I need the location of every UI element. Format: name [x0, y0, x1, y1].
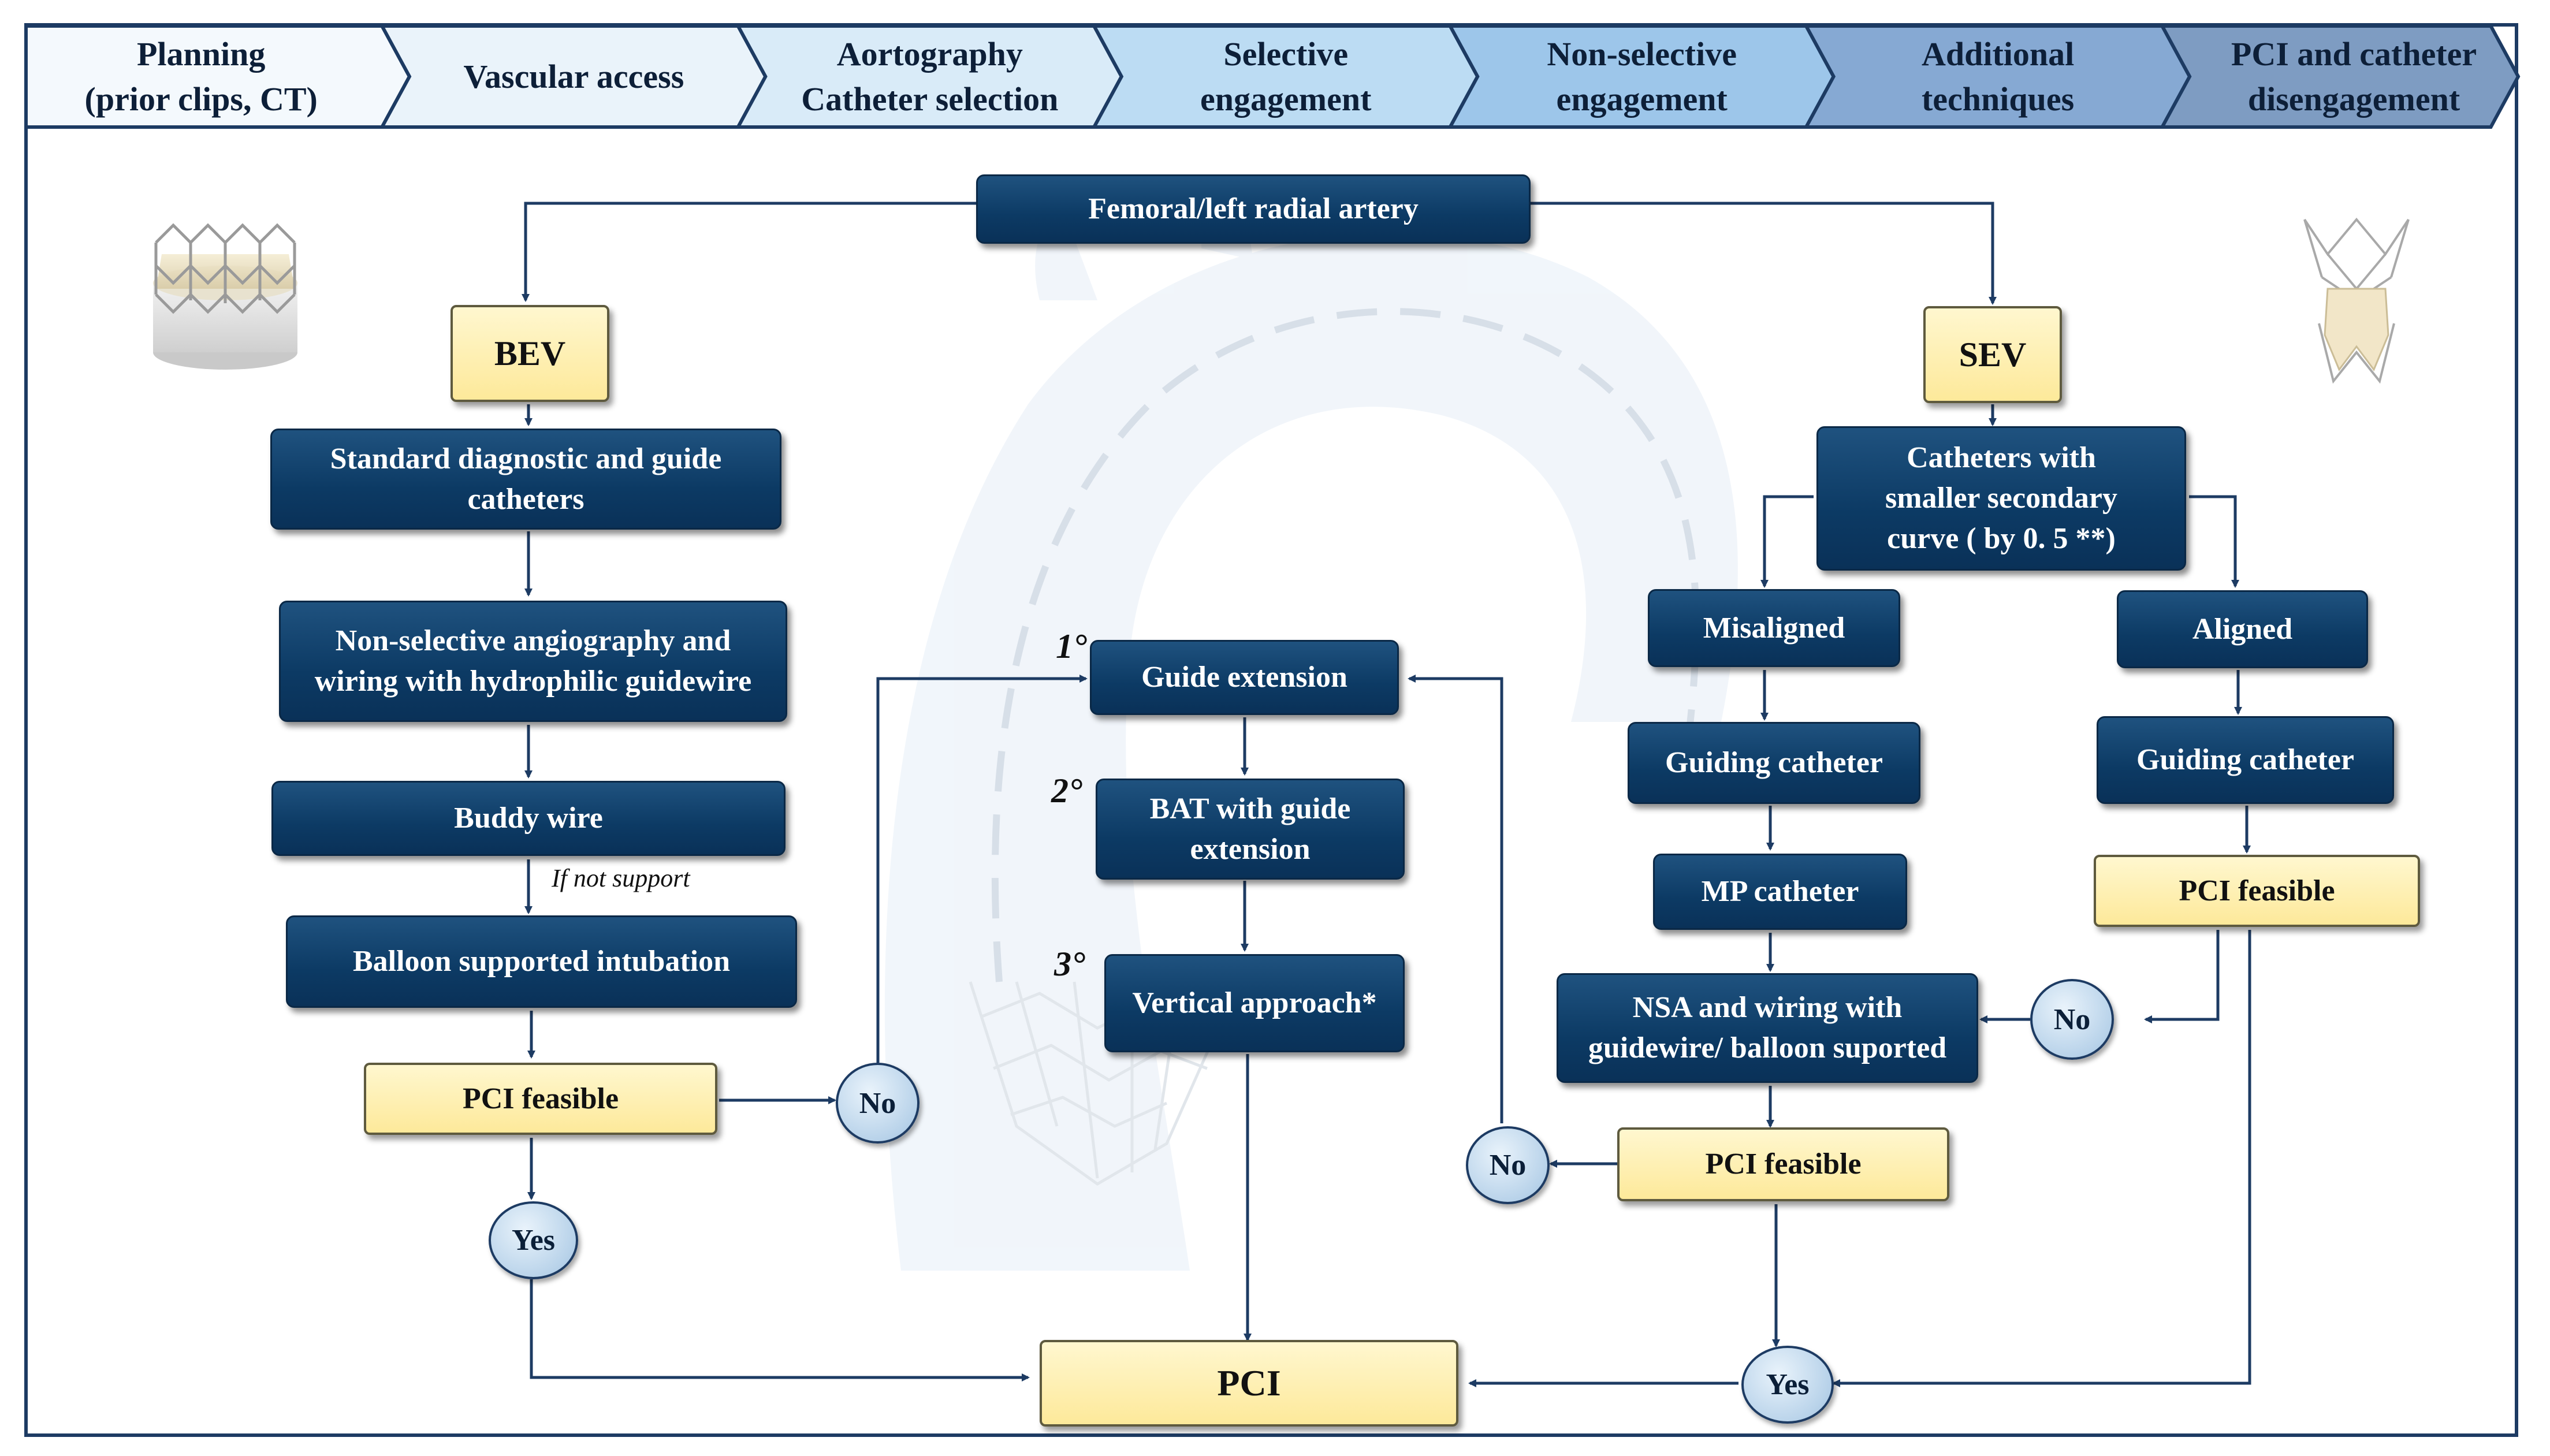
step-two-marker: 2°	[1051, 772, 1082, 810]
step-label-3: Aortography Catheter selection	[801, 35, 1059, 118]
no-right-circle: No	[2030, 979, 2114, 1060]
step-label-6: Additional techniques	[1921, 35, 2075, 118]
step-label-4: Selective engagement	[1200, 35, 1372, 118]
arrow-smaller-to-misaligned	[1760, 495, 1814, 588]
step-label-2: Vascular access	[463, 57, 684, 95]
smaller-secondary-curve-node: Catheters with smaller secondary curve (…	[1816, 426, 2186, 571]
guide-extension-node: Guide extension	[1090, 640, 1399, 715]
sev-node: SEV	[1923, 306, 2062, 403]
step-label-7: PCI and catheter disengagement	[2231, 35, 2477, 118]
guiding-catheter-misaligned-node: Guiding catheter	[1628, 722, 1920, 804]
bat-guide-extension-node: BAT with guide extension	[1096, 779, 1405, 880]
step-label-1: Planning (prior clips, CT)	[84, 35, 318, 118]
arrow-no-to-guideext	[876, 675, 1088, 1063]
pci-feasible-mid-node: PCI feasible	[1617, 1127, 1949, 1201]
pci-feasible-right-node: PCI feasible	[2094, 855, 2420, 927]
arrow-pcifeasibleright-to-yes	[1832, 930, 2251, 1387]
process-steps-bar	[24, 24, 2521, 129]
step-label-5: Non-selective engagement	[1547, 35, 1737, 118]
misaligned-node: Misaligned	[1648, 589, 1900, 667]
arrow-smaller-to-aligned	[2189, 495, 2239, 588]
buddy-wire-node: Buddy wire	[271, 781, 786, 856]
arrow-yes-to-pci	[530, 1279, 1030, 1381]
arrow-nomid-to-guideext	[1408, 675, 1503, 1123]
bev-node: BEV	[451, 305, 609, 402]
aligned-node: Aligned	[2117, 590, 2368, 668]
balloon-supported-intubation-node: Balloon supported intubation	[286, 915, 797, 1008]
nonselective-angiography-node: Non-selective angiography and wiring wit…	[279, 601, 787, 722]
yes-left-circle: Yes	[489, 1201, 578, 1279]
yes-right-circle: Yes	[1741, 1346, 1834, 1424]
no-mid-circle: No	[1466, 1126, 1550, 1204]
step-chevron-7	[2159, 24, 2521, 129]
no-left-circle: No	[836, 1063, 920, 1144]
self-expanding-valve-icon	[2303, 217, 2410, 384]
arrow-femoral-to-bev	[522, 202, 976, 302]
step-three-marker: 3°	[1054, 945, 1085, 983]
arrow-femoral-to-sev	[1531, 202, 1997, 305]
pci-node: PCI	[1040, 1340, 1458, 1427]
guiding-catheter-aligned-node: Guiding catheter	[2097, 716, 2394, 804]
arrow-pcifeasibleright-to-noright	[2144, 930, 2220, 1023]
vertical-approach-node: Vertical approach*	[1104, 954, 1405, 1052]
if-not-support-note: If not support	[552, 864, 690, 892]
standard-catheters-node: Standard diagnostic and guide catheters	[270, 429, 781, 530]
step-one-marker: 1°	[1056, 627, 1087, 665]
pci-feasible-left-node: PCI feasible	[364, 1063, 717, 1135]
nsa-wiring-node: NSA and wiring with guidewire/ balloon s…	[1557, 973, 1978, 1083]
balloon-expandable-valve-icon	[153, 223, 297, 370]
mp-catheter-node: MP catheter	[1653, 854, 1907, 930]
femoral-radial-access-node: Femoral/left radial artery	[976, 174, 1531, 244]
